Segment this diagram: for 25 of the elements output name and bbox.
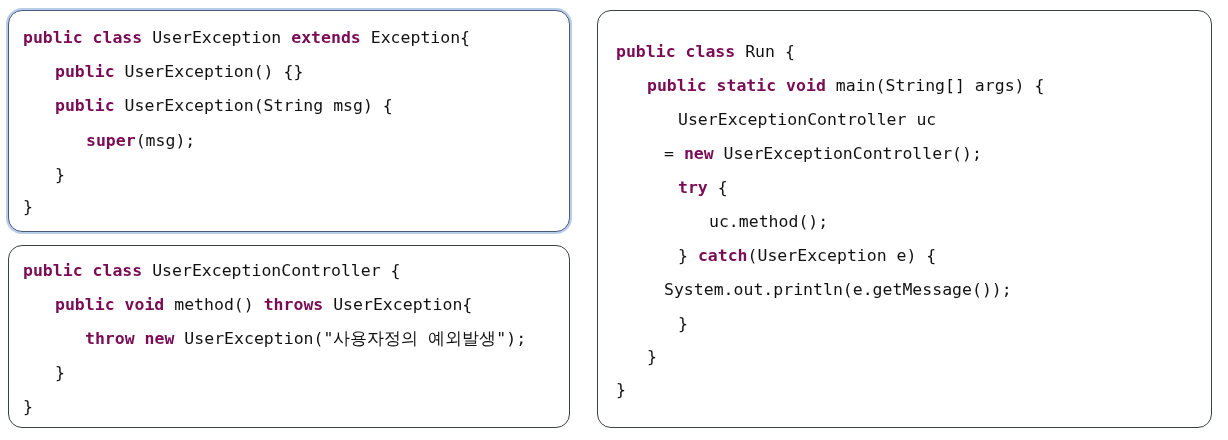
code-line: System.out.println(e.getMessage()); (664, 279, 1012, 301)
code-line: } (23, 396, 33, 418)
code-line: public class UserException extends Exception{ (23, 27, 471, 49)
code-line: } (55, 164, 65, 186)
code-line: throw new UserException("사용자정의 예외발생"); (85, 328, 527, 350)
code-line: public void method() throws UserException{ (55, 294, 473, 316)
code-line: public UserException(String msg) { (55, 95, 393, 117)
code-line: } (647, 346, 657, 368)
code-box (8, 10, 570, 232)
code-line: } (23, 196, 33, 218)
code-line: UserExceptionController uc (678, 109, 937, 131)
code-line: } (616, 379, 626, 401)
code-line: public class UserExceptionController { (23, 260, 401, 282)
code-line: = new UserExceptionController(); (664, 143, 982, 165)
code-line: public UserException() {} (55, 61, 304, 83)
code-line: super(msg); (86, 130, 196, 152)
code-line: } (678, 313, 688, 335)
code-line: try { (678, 177, 728, 199)
code-line: public static void main(String[] args) { (647, 75, 1045, 97)
code-box (597, 10, 1212, 428)
code-box (8, 245, 570, 428)
code-line: uc.method(); (709, 211, 829, 233)
code-line: } (55, 362, 65, 384)
code-line: } catch(UserException e) { (678, 245, 937, 267)
code-line: public class Run { (616, 41, 795, 63)
